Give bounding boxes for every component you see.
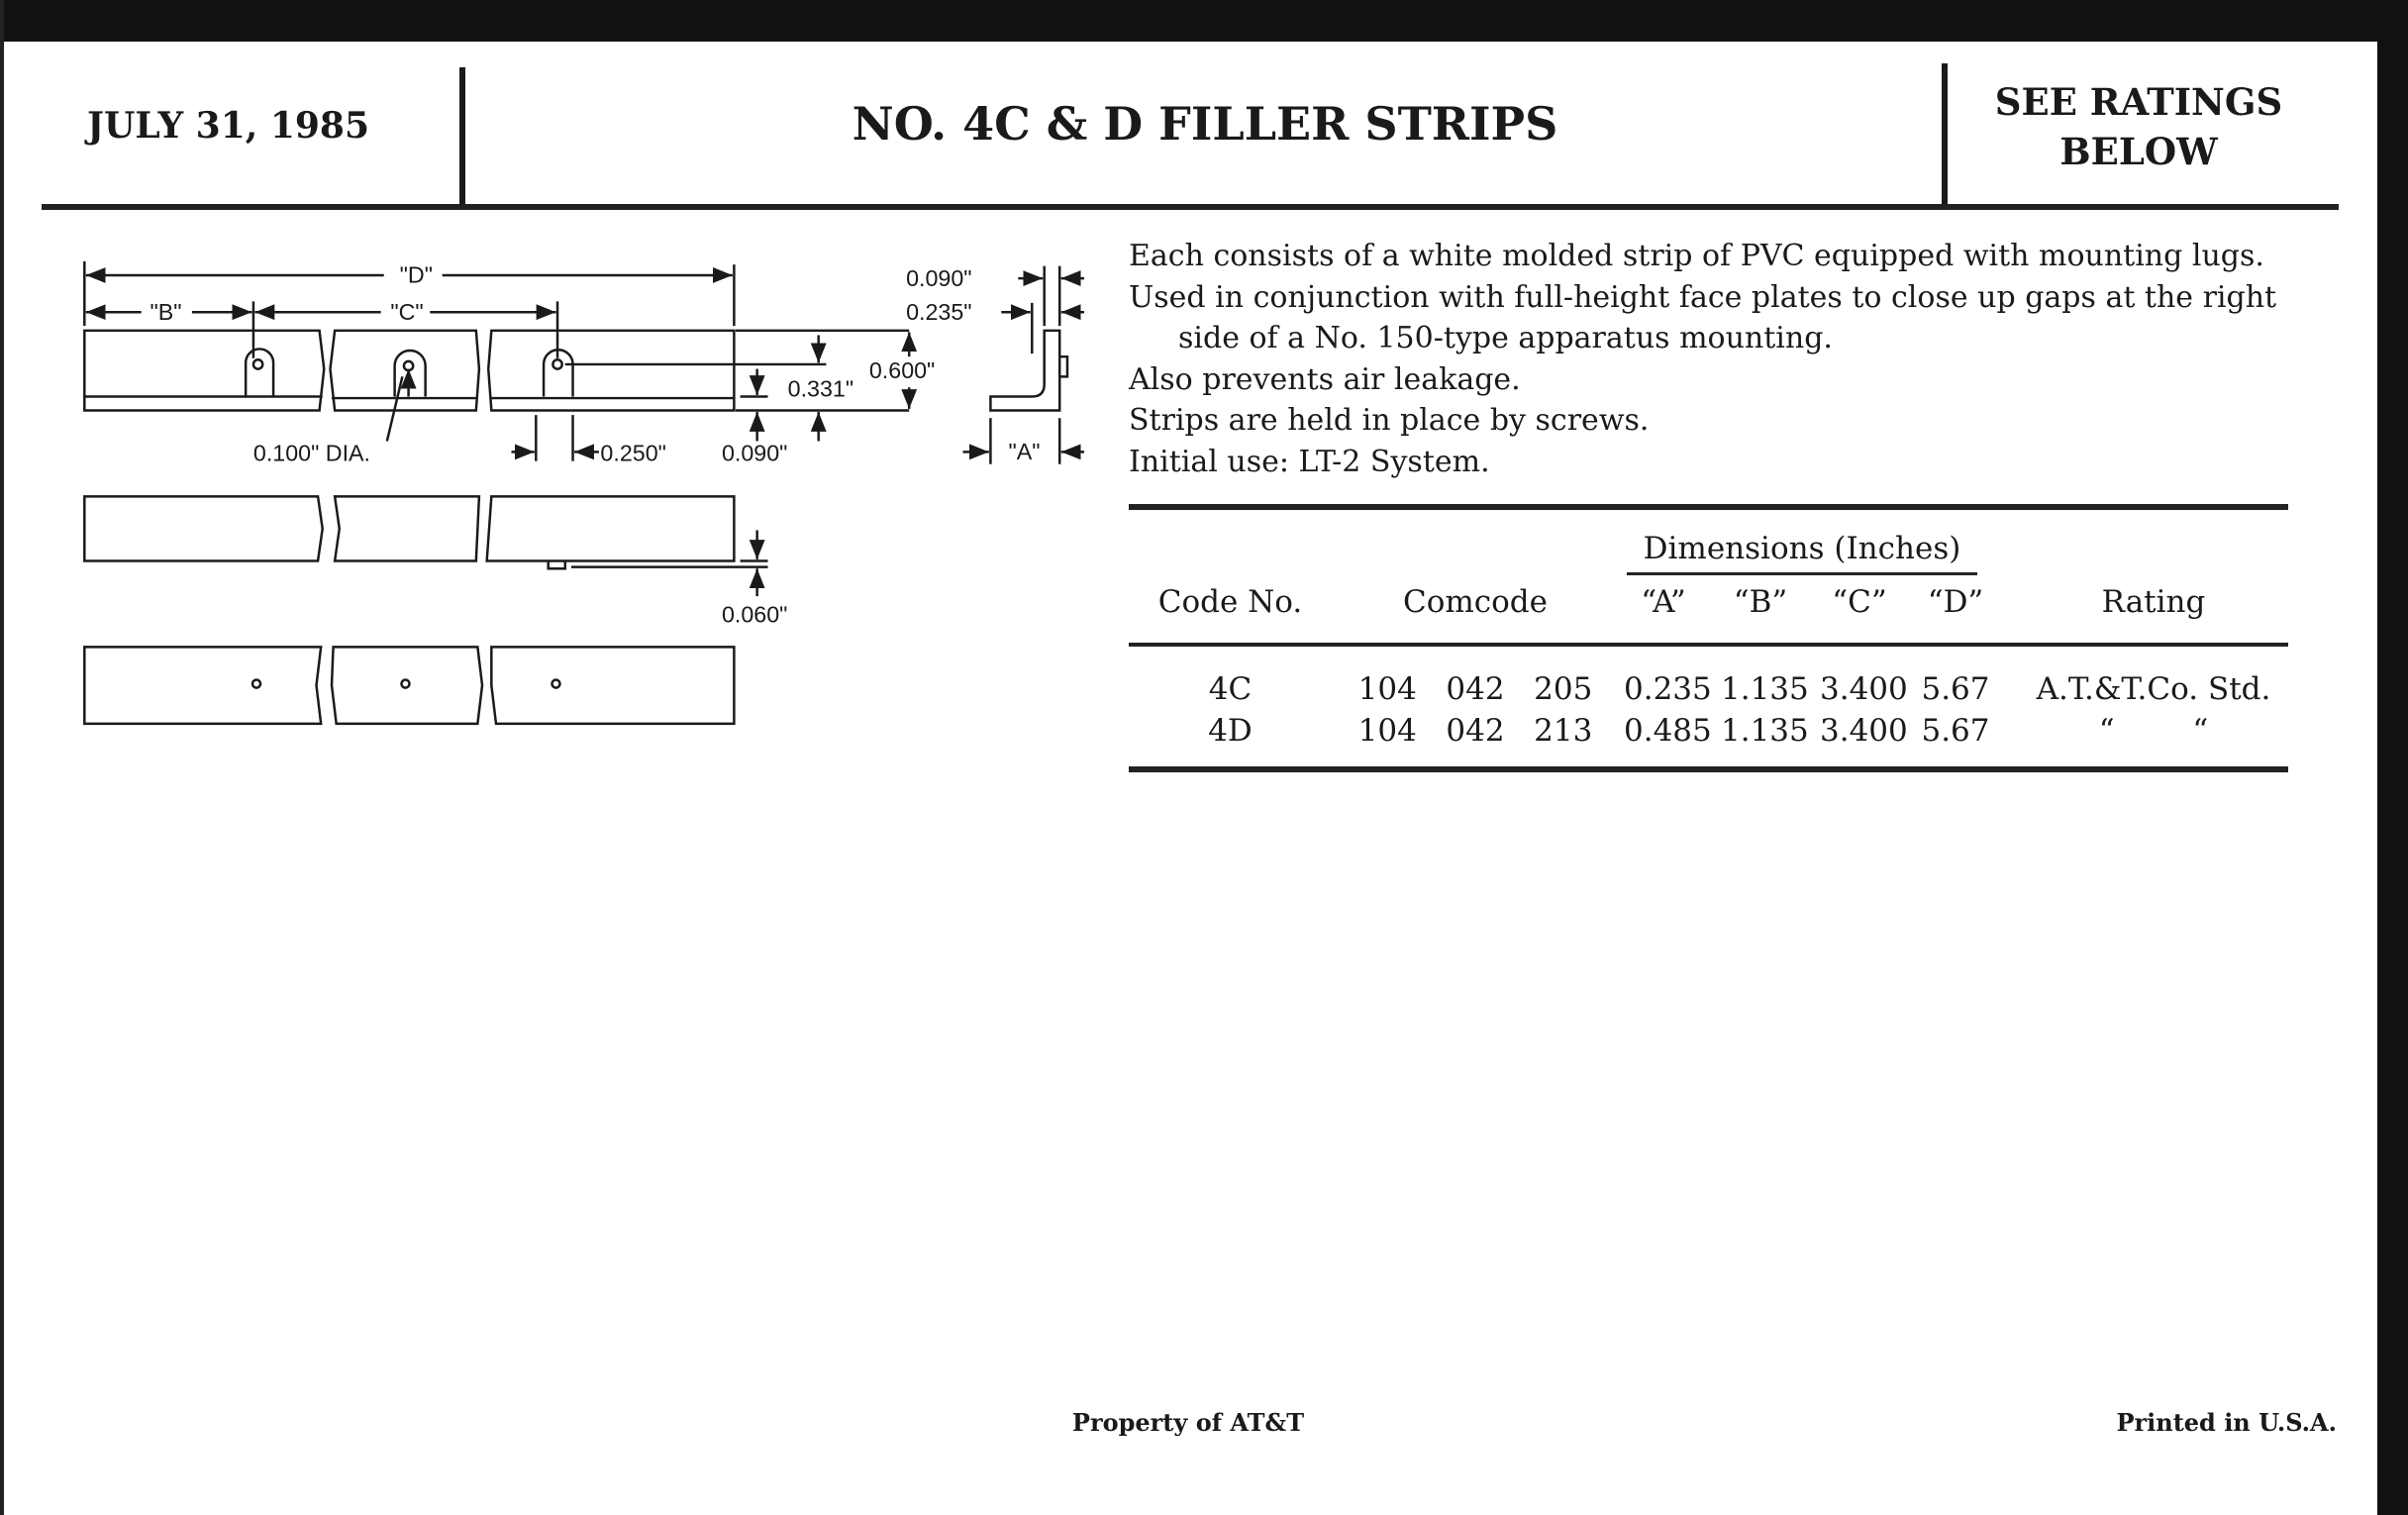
dim-b: 1.135 [1721, 671, 1809, 707]
dim-a: 0.235 [1624, 671, 1712, 707]
strip-height-label: 0.600" [869, 357, 935, 383]
printed-notice: Printed in U.S.A. [2116, 1408, 2337, 1437]
description-line: Initial use: LT-2 System. [1129, 444, 1490, 479]
issue-date: JULY 31, 1985 [87, 105, 370, 147]
column-header: Code No. [1157, 584, 1303, 620]
dim-b: 1.135 [1721, 713, 1809, 749]
strip-side-profile [962, 265, 1085, 464]
lug-width-label: 0.250" [600, 441, 665, 466]
hole-height-label: 0.331" [788, 376, 853, 402]
comcode: 104 042 213 [1357, 713, 1593, 749]
code-no: 4C [1208, 671, 1253, 707]
ratings-line: SEE RATINGS [1994, 80, 2283, 124]
column-header: “D” [1927, 584, 1984, 620]
rating: “ “ [2098, 713, 2209, 749]
group-header-underline [1627, 572, 1977, 575]
dim-c: 3.400 [1820, 671, 1908, 707]
dimensions-group-header: Dimensions (Inches) [1643, 531, 1961, 566]
description: Each consists of a white molded strip of… [1129, 236, 2276, 482]
strip-top-view [83, 495, 768, 597]
column-header: “B” [1733, 584, 1788, 620]
table-row: 4C 104 042 205 0.235 1.135 3.400 5.67 A.… [1129, 671, 2288, 711]
ratings-note: SEE RATINGS BELOW [1951, 77, 2327, 176]
dim-a: 0.485 [1624, 713, 1712, 749]
dim-a-label: "A" [1009, 439, 1041, 464]
profile-thickness-label: 0.090" [906, 265, 971, 291]
dim-d: 5.67 [1921, 671, 1990, 707]
strip-rear-view [83, 646, 736, 726]
comcode: 104 042 205 [1357, 671, 1593, 707]
property-notice: Property of AT&T [1071, 1408, 1305, 1437]
base-thickness-label: 0.090" [722, 441, 787, 466]
dim-c: 3.400 [1820, 713, 1908, 749]
scan-border-left [0, 0, 4, 1515]
page-title: NO. 4C & D FILLER STRIPS [852, 97, 1558, 151]
column-header: Rating [2101, 584, 2206, 620]
dim-d: 5.67 [1921, 713, 1990, 749]
header-divider [459, 67, 465, 208]
dim-c-label: "C" [390, 299, 423, 325]
header-divider [1942, 63, 1948, 208]
strip-front-view [83, 329, 736, 412]
scan-border-top [0, 0, 2408, 42]
header-rule [42, 204, 2339, 210]
dim-b-label: "B" [150, 299, 182, 325]
description-line: Also prevents air leakage. [1129, 361, 1521, 397]
description-line: Strips are held in place by screws. [1129, 403, 1650, 438]
rating: A.T.&T.Co. Std. [2036, 671, 2271, 707]
profile-offset-label: 0.235" [906, 299, 971, 325]
column-header: “C” [1832, 584, 1887, 620]
hole-diameter-label: 0.100" DIA. [253, 441, 370, 466]
column-header: “A” [1641, 584, 1686, 620]
description-line: Used in conjunction with full-height fac… [1129, 279, 2277, 315]
nub-height-label: 0.060" [722, 602, 787, 628]
dim-d-label: "D" [400, 262, 433, 288]
description-line: side of a No. 150-type apparatus mountin… [1178, 321, 1833, 355]
table-rule-header [1129, 643, 2288, 647]
ratings-line: BELOW [2059, 130, 2218, 173]
table-rule-bottom [1129, 766, 2288, 772]
table-row: 4D 104 042 213 0.485 1.135 3.400 5.67 “ … [1129, 713, 2288, 753]
scan-border-right [2377, 0, 2408, 1515]
description-line: Each consists of a white molded strip of… [1129, 239, 2264, 273]
code-no: 4D [1208, 713, 1253, 749]
table-rule-top [1129, 504, 2288, 510]
column-header: Comcode [1403, 584, 1548, 620]
table-header-row: Code No. Comcode “A” “B” “C” “D” Rating [1129, 584, 2288, 624]
